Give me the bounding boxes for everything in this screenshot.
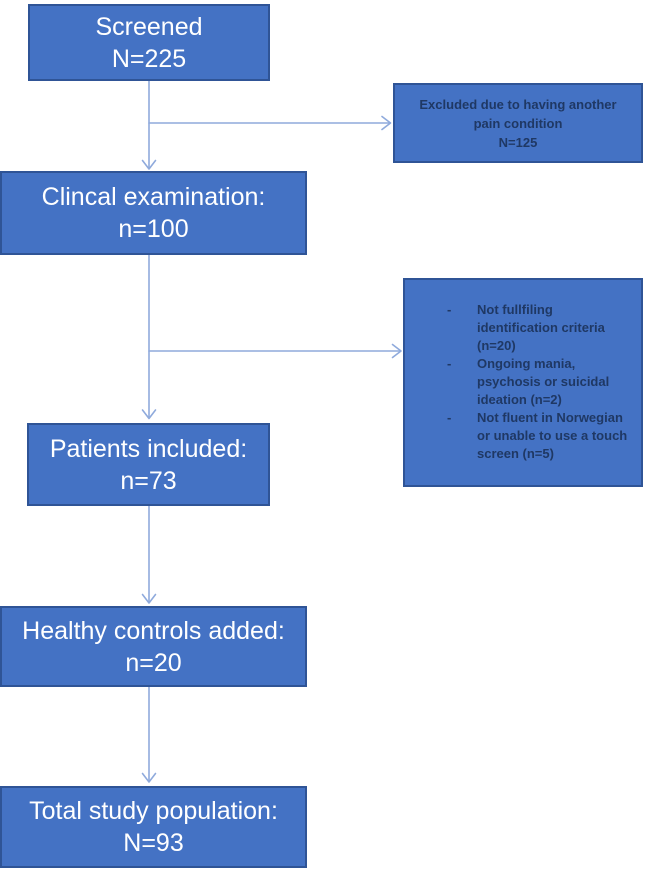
box-excluded-label: Excluded due to having another pain cond… xyxy=(419,96,617,150)
box-clinical-examination: Clincal examination: n=100 xyxy=(0,171,307,255)
exclusion-reason-text: Not fullfiling identification criteria (… xyxy=(477,302,605,353)
box-screened: Screened N=225 xyxy=(28,4,270,81)
box-patients-included: Patients included: n=73 xyxy=(27,423,270,506)
exclusion-reason-text: Ongoing mania, psychosis or suicidal ide… xyxy=(477,356,610,407)
box-total-label: Total study population: N=93 xyxy=(29,797,278,857)
box-screened-label: Screened N=225 xyxy=(95,12,203,73)
bullet-dash: - xyxy=(447,410,452,425)
arrow-controls-to-total xyxy=(141,686,157,783)
exclusion-reason-text: Not fluent in Norwegian or unable to use… xyxy=(477,410,628,461)
box-patients-label: Patients included: n=73 xyxy=(49,434,248,495)
exclusion-reason-item: - Ongoing mania, psychosis or suicidal i… xyxy=(447,355,633,409)
arrow-branch-to-reasons xyxy=(148,343,402,359)
box-healthy-controls: Healthy controls added: n=20 xyxy=(0,606,307,687)
box-exclusion-reasons: - Not fullfiling identification criteria… xyxy=(403,278,643,487)
arrow-patients-to-controls xyxy=(141,505,157,604)
bullet-dash: - xyxy=(447,356,452,371)
box-controls-label: Healthy controls added: n=20 xyxy=(22,616,285,677)
arrow-clinical-to-patients xyxy=(141,254,157,420)
box-excluded-pain-condition: Excluded due to having another pain cond… xyxy=(393,83,643,163)
arrow-screened-to-clinical xyxy=(141,80,157,170)
exclusion-reason-item: - Not fluent in Norwegian or unable to u… xyxy=(447,409,633,463)
box-total-population: Total study population: N=93 xyxy=(0,786,307,868)
box-clinical-label: Clincal examination: n=100 xyxy=(41,183,266,243)
exclusion-reason-item: - Not fullfiling identification criteria… xyxy=(447,301,633,355)
bullet-dash: - xyxy=(447,302,452,317)
arrow-branch-to-excluded xyxy=(148,115,392,131)
